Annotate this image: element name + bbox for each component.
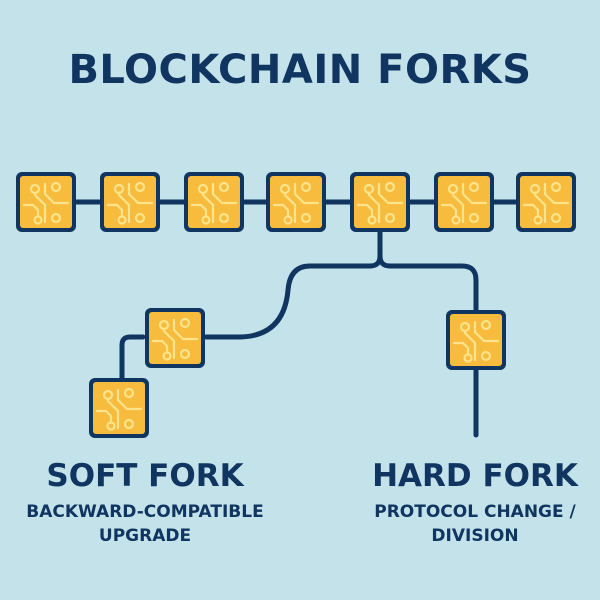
hard-fork-branch (377, 253, 479, 313)
block (98, 170, 162, 234)
block (514, 170, 578, 234)
soft-fork-block (143, 306, 207, 370)
hard-fork-description-line: DIVISION (431, 526, 519, 546)
soft-fork-block (87, 376, 151, 440)
soft-fork-description-line: UPGRADE (98, 526, 192, 546)
soft-fork-link (119, 334, 146, 381)
hard-fork-label: HARD FORK PROTOCOL CHANGE / DIVISION (320, 458, 600, 548)
diagram-title: BLOCKCHAIN FORKS (68, 47, 532, 93)
soft-fork-branch (203, 263, 373, 340)
main-chain (14, 170, 578, 234)
fork-point-block (348, 170, 412, 234)
hard-fork-block (444, 308, 508, 372)
block (14, 170, 78, 234)
hard-fork-chain (444, 308, 508, 372)
hard-fork-description-line: PROTOCOL CHANGE / (374, 502, 576, 522)
block (182, 170, 246, 234)
block (264, 170, 328, 234)
hard-fork-description: PROTOCOL CHANGE / DIVISION (320, 500, 600, 548)
soft-fork-description: BACKWARD-COMPATIBLE UPGRADE (0, 500, 290, 548)
soft-fork-chain (87, 306, 207, 440)
block (432, 170, 496, 234)
soft-fork-description-line: BACKWARD-COMPATIBLE (26, 502, 264, 522)
soft-fork-title: SOFT FORK (46, 458, 244, 494)
soft-fork-label: SOFT FORK BACKWARD-COMPATIBLE UPGRADE (0, 458, 290, 548)
hard-fork-title: HARD FORK (372, 458, 578, 494)
